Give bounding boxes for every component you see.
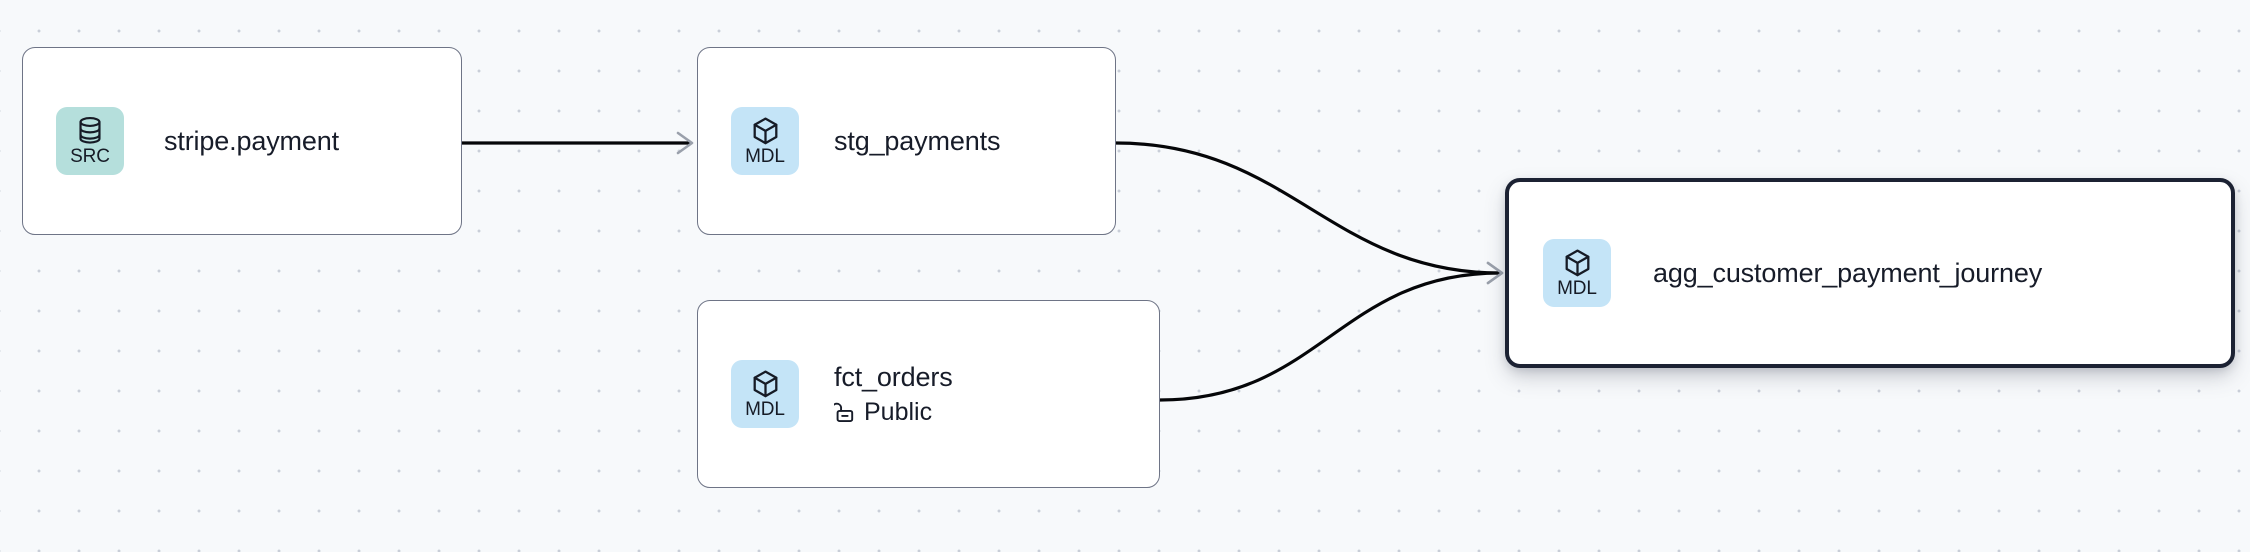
- model-type-badge: MDL: [731, 107, 799, 175]
- node-body: stg_payments: [834, 126, 1000, 156]
- model-type-badge: MDL: [731, 360, 799, 428]
- cube-icon: [1563, 248, 1592, 278]
- cube-icon: [751, 369, 780, 399]
- lineage-node-fct-orders[interactable]: MDL fct_orders Public: [697, 300, 1160, 488]
- node-body: agg_customer_payment_journey: [1653, 258, 2042, 288]
- badge-label: MDL: [745, 146, 785, 167]
- node-body: stripe.payment: [164, 126, 339, 156]
- badge-label: MDL: [1557, 278, 1597, 299]
- edge-stripe-to-stg: [462, 131, 694, 155]
- edge-fct-to-agg: [1159, 261, 1504, 402]
- node-body: fct_orders Public: [834, 362, 953, 426]
- badge-label: MDL: [745, 399, 785, 420]
- badge-label: SRC: [70, 146, 110, 167]
- edge-stg-to-agg: [1115, 141, 1504, 285]
- database-icon: [76, 116, 104, 146]
- node-title: stg_payments: [834, 125, 1001, 156]
- node-visibility: Public: [834, 398, 953, 426]
- model-type-badge: MDL: [1543, 239, 1611, 307]
- cube-icon: [751, 116, 780, 146]
- unlock-icon: [834, 400, 856, 424]
- lineage-node-stg-payments[interactable]: MDL stg_payments: [697, 47, 1116, 235]
- node-title: stripe.payment: [164, 125, 339, 156]
- source-type-badge: SRC: [56, 107, 124, 175]
- lineage-node-agg-customer-payment-journey[interactable]: MDL agg_customer_payment_journey: [1505, 178, 2235, 368]
- lineage-node-stripe-payment[interactable]: SRC stripe.payment: [22, 47, 462, 235]
- node-title: fct_orders: [834, 361, 953, 392]
- visibility-label: Public: [864, 398, 933, 427]
- node-title: agg_customer_payment_journey: [1653, 257, 2043, 288]
